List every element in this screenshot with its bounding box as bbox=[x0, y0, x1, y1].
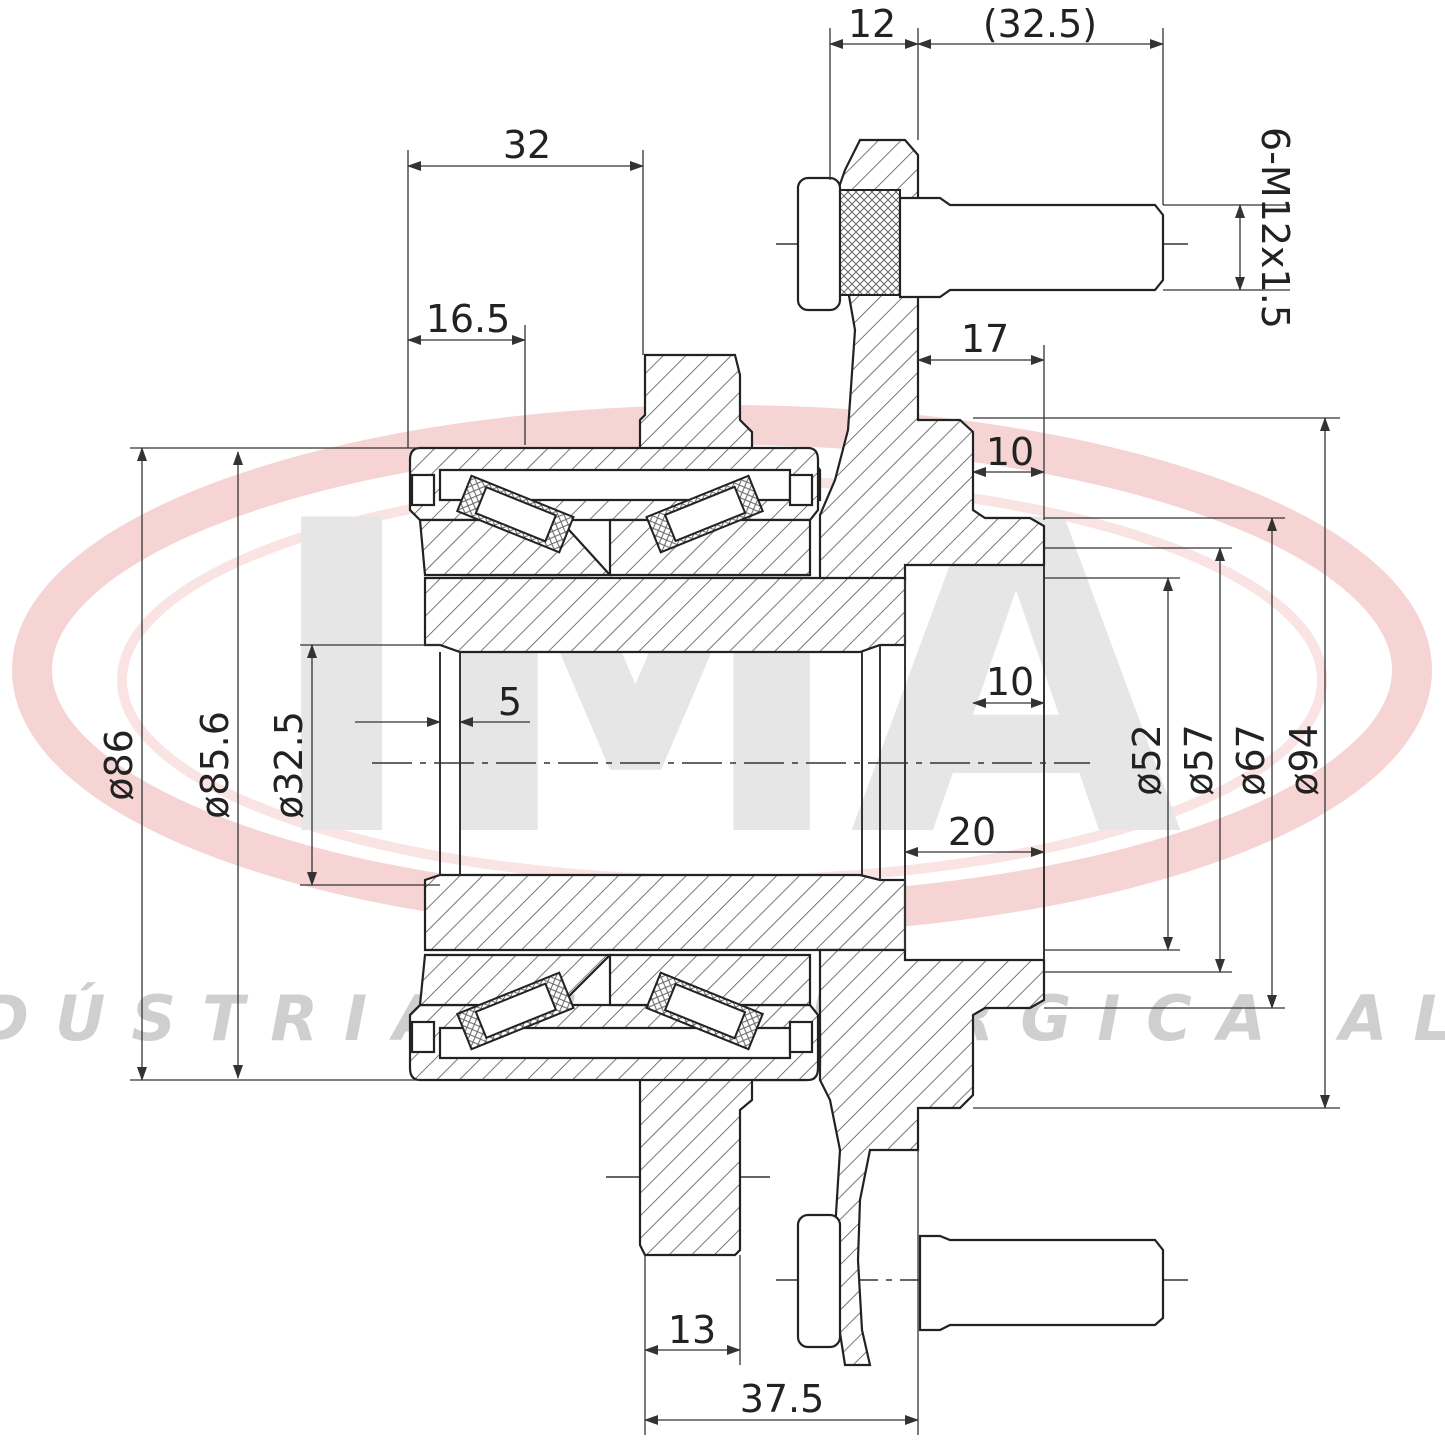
dim-5: 5 bbox=[498, 680, 522, 724]
dim-32: 32 bbox=[503, 123, 551, 167]
dim-16-5: 16.5 bbox=[426, 297, 511, 341]
dim-12: 12 bbox=[848, 2, 896, 46]
dim-10-mid: 10 bbox=[986, 660, 1034, 704]
dim-dia94: ø94 bbox=[1282, 724, 1326, 796]
dim-dia32-5: ø32.5 bbox=[267, 711, 311, 819]
dimension-labels: 12 (32.5) 6-M12x1.5 32 16.5 17 10 10 5 2… bbox=[97, 2, 1326, 1421]
tapered-rollers bbox=[410, 473, 814, 1054]
wheel-stud-upper bbox=[796, 176, 1165, 312]
dim-10-top: 10 bbox=[986, 430, 1034, 474]
dim-32-5-paren: (32.5) bbox=[983, 2, 1097, 46]
dim-dia85-6: ø85.6 bbox=[193, 711, 237, 819]
dim-13: 13 bbox=[668, 1308, 716, 1352]
dim-37-5: 37.5 bbox=[740, 1377, 825, 1421]
dim-dia57: ø57 bbox=[1177, 724, 1221, 796]
wheel-stud-lower bbox=[796, 1213, 1165, 1349]
dim-20: 20 bbox=[948, 810, 996, 854]
dim-17: 17 bbox=[961, 317, 1009, 361]
dim-dia67: ø67 bbox=[1229, 724, 1273, 796]
dim-thread: 6-M12x1.5 bbox=[1253, 127, 1297, 329]
dimension-lines bbox=[130, 28, 1340, 1435]
bore bbox=[439, 565, 1045, 960]
dim-dia52: ø52 bbox=[1125, 724, 1169, 796]
dim-dia86: ø86 bbox=[97, 729, 141, 801]
